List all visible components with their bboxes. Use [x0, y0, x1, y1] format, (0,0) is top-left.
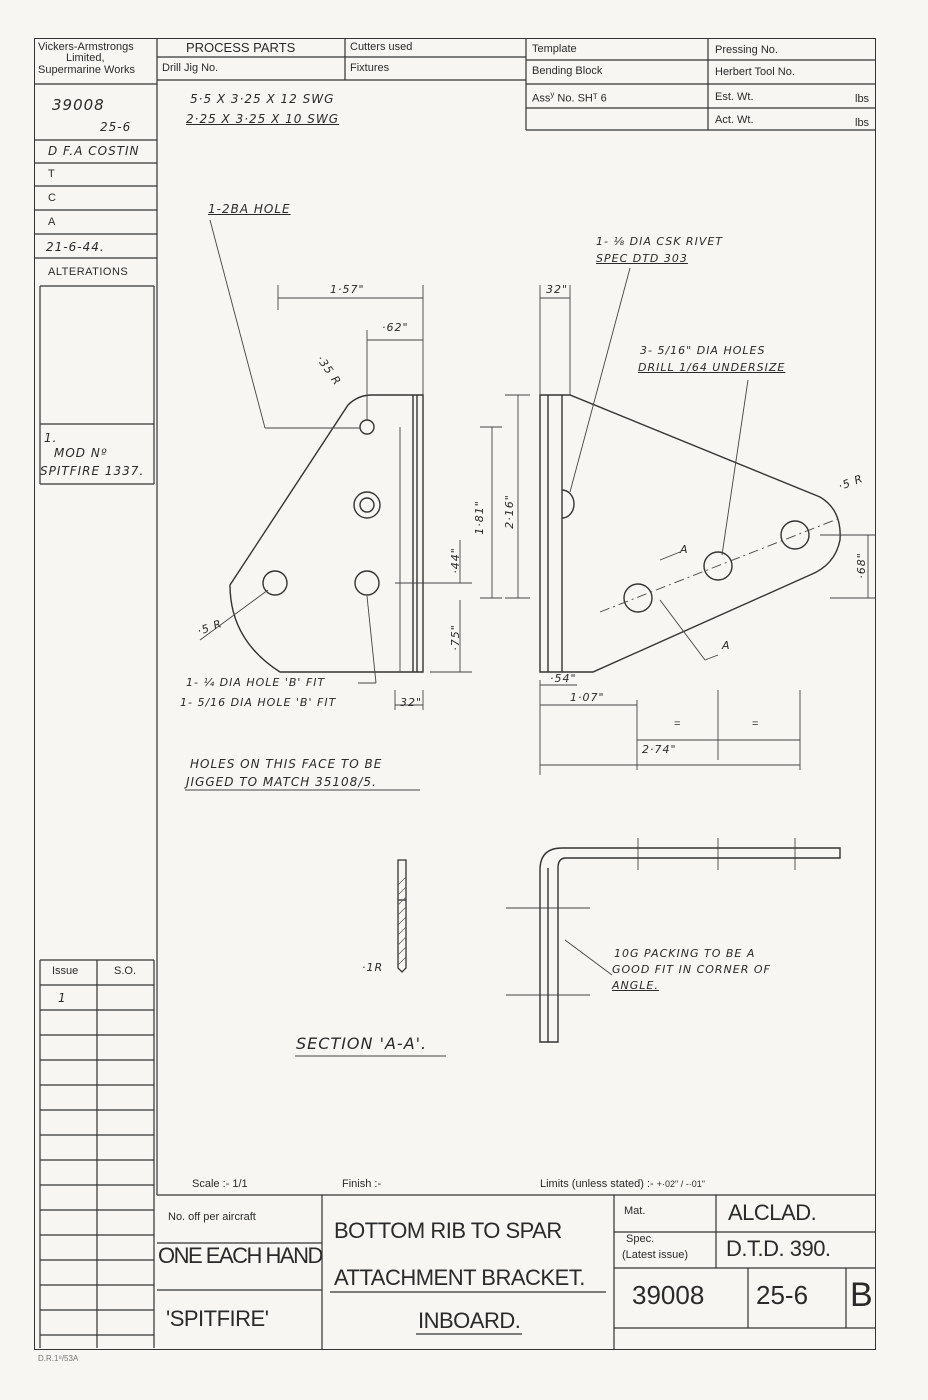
note-jig-line2: JIGGED TO MATCH 35108/5.: [186, 775, 377, 789]
issue-value: 1: [58, 991, 67, 1005]
dim-0-54: ·54": [550, 672, 577, 685]
title-drawing-sub: 25-6: [756, 1280, 809, 1310]
act-wt-label: Act. Wt.: [715, 114, 754, 126]
alterations-label: ALTERATIONS: [48, 266, 129, 278]
stock-size-1: 5·5 X 3·25 X 12 SWG: [190, 92, 335, 106]
process-parts-label: PROCESS PARTS: [186, 40, 296, 55]
drawing-frame: [34, 38, 876, 1350]
left-drawing-sub: 25-6: [100, 120, 132, 134]
section-mark-a-lower: A: [722, 639, 731, 652]
drill-jig-label: Drill Jig No.: [162, 62, 219, 74]
note-holes-line1: 3- 5/16" DIA HOLES: [640, 344, 766, 357]
issue-label: Issue: [52, 965, 79, 977]
company-line3: Supermarine Works: [38, 64, 135, 76]
scale-label: Scale :- 1/1: [192, 1178, 248, 1190]
dim-0-32-bottom: 32": [400, 696, 423, 709]
drawn-by: D F.A COSTIN: [48, 144, 140, 158]
assy-label: Assy No. SHᵀ 6: [532, 90, 607, 105]
mod-line1: MOD Nº: [54, 446, 108, 460]
company-line1: Vickers-Armstrongs: [38, 41, 134, 53]
alteration-no: 1.: [44, 431, 58, 445]
dim-0-62: ·62": [382, 321, 409, 334]
title-line3: INBOARD.: [418, 1308, 521, 1333]
note-rivet-line2: SPEC DTD 303: [596, 252, 688, 265]
note-holes-line2: DRILL 1/64 UNDERSIZE: [638, 361, 786, 374]
c-label: C: [48, 192, 56, 204]
template-label: Template: [532, 43, 577, 55]
issue-letter: B: [850, 1276, 873, 1314]
dim-0-32-top: 32": [546, 283, 569, 296]
material-label: Mat.: [624, 1205, 646, 1217]
limits-label: Limits (unless stated) :- +·02" / -·01": [540, 1178, 705, 1190]
dim-1-81: 1·81": [472, 500, 486, 535]
note-rivet-line1: 1- ⅛ DIA CSK RIVET: [596, 235, 724, 248]
note-packing-line1: 10G PACKING TO BE A: [614, 947, 756, 960]
dim-0-44: ·44": [448, 547, 462, 574]
spec-value: D.T.D. 390.: [726, 1236, 831, 1261]
lbs-est: lbs: [855, 93, 870, 105]
dim-1-57: 1·57": [330, 283, 365, 296]
form-code: D.R.1⁸/53A: [38, 1354, 79, 1363]
dim-1-07: 1·07": [570, 691, 605, 704]
note-packing-line2: GOOD FIT IN CORNER OF: [612, 963, 771, 976]
so-label: S.O.: [114, 965, 137, 977]
spec-label-1: Spec.: [626, 1233, 655, 1245]
note-2ba-hole: 1-2BA HOLE: [208, 202, 291, 216]
dim-equal-1: =: [674, 718, 681, 730]
title-drawing-no: 39008: [632, 1280, 705, 1310]
mod-line2: SPITFIRE 1337.: [40, 464, 145, 478]
note-fit-line1: 1- ¼ DIA HOLE 'B' FIT: [186, 676, 326, 689]
dim-0-68: ·68": [854, 552, 868, 579]
material-value: ALCLAD.: [728, 1200, 817, 1225]
dim-equal-2: =: [752, 718, 759, 730]
title-line1: BOTTOM RIB TO SPAR: [334, 1218, 562, 1243]
note-fit-line2: 1- 5/16 DIA HOLE 'B' FIT: [180, 696, 337, 709]
no-off-value: ONE EACH HAND: [158, 1243, 323, 1268]
pressing-no-label: Pressing No.: [715, 44, 778, 56]
section-a-a-label: SECTION 'A-A'.: [296, 1034, 428, 1053]
dim-2-16: 2·16": [502, 494, 516, 529]
stock-size-2: 2·25 X 3·25 X 10 SWG: [186, 112, 340, 126]
dim-2-74: 2·74": [642, 743, 677, 756]
no-off-label: No. off per aircraft: [168, 1211, 256, 1223]
herbert-tool-label: Herbert Tool No.: [715, 66, 795, 78]
est-wt-label: Est. Wt.: [715, 91, 754, 103]
company-line2: Limited,: [66, 52, 105, 64]
t-label: T: [48, 168, 55, 180]
note-jig-line1: HOLES ON THIS FACE TO BE: [190, 757, 383, 771]
fixtures-label: Fixtures: [350, 62, 390, 74]
spec-label-2: (Latest issue): [622, 1249, 689, 1261]
cutters-used-label: Cutters used: [350, 41, 413, 53]
dim-0-1r: ·1R: [362, 961, 384, 974]
a-label: A: [48, 216, 56, 228]
drawing-date: 21-6-44.: [46, 240, 105, 254]
bending-block-label: Bending Block: [532, 65, 603, 77]
note-packing-line3: ANGLE.: [612, 979, 659, 992]
title-line2: ATTACHMENT BRACKET.: [334, 1265, 585, 1290]
aircraft-name: 'SPITFIRE': [166, 1306, 269, 1331]
finish-label: Finish :-: [342, 1178, 382, 1190]
section-mark-a-upper: A: [680, 543, 689, 556]
left-drawing-no: 39008: [52, 96, 105, 114]
lbs-act: lbs: [855, 117, 870, 129]
dim-0-75: ·75": [448, 624, 462, 651]
